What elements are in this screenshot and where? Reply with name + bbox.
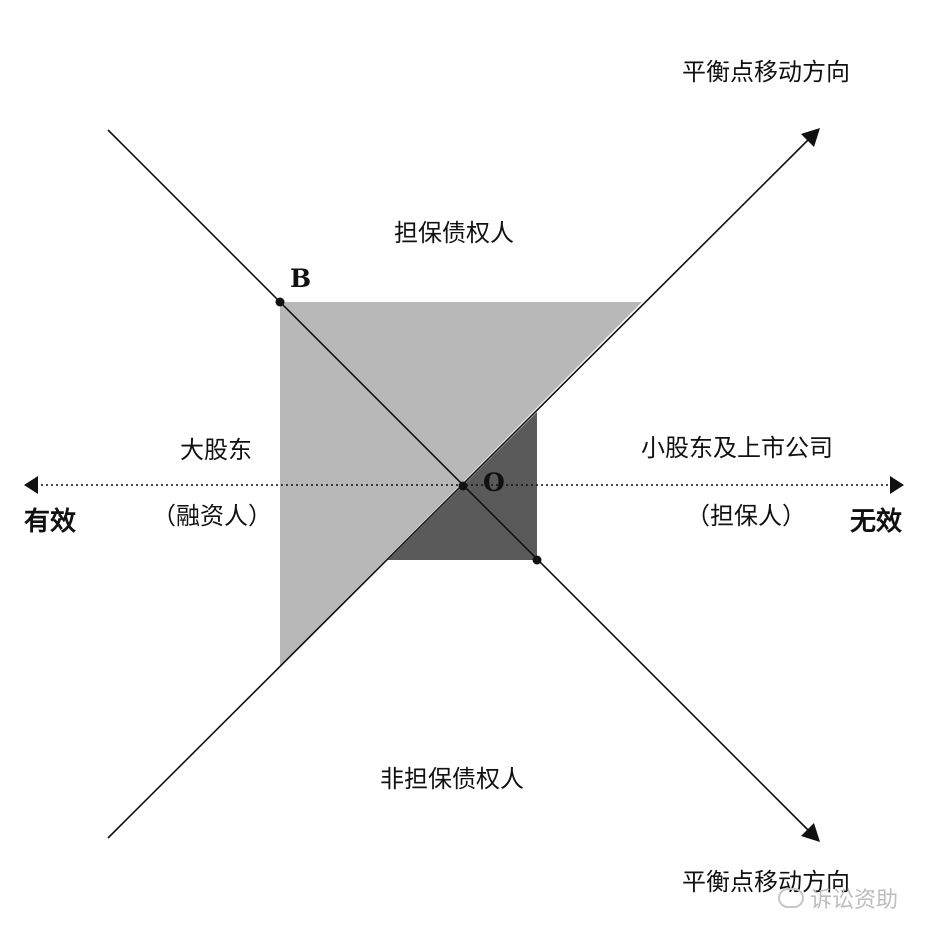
right-party-label: 小股东及上市公司 bbox=[641, 434, 833, 462]
point-b-marker bbox=[275, 297, 285, 307]
right-role-label: （担保人） bbox=[686, 502, 806, 530]
axis-left-label: 有效 bbox=[24, 507, 77, 537]
ascending-arrowhead bbox=[801, 128, 820, 147]
point-o-label: O bbox=[483, 468, 505, 497]
axis-right-label: 无效 bbox=[850, 507, 903, 537]
point-b-label: B bbox=[290, 264, 312, 293]
point-lower-right-marker bbox=[532, 555, 542, 565]
left-role-label: （融资人） bbox=[152, 502, 272, 530]
region-label-top: 担保债权人 bbox=[394, 219, 514, 247]
axis-right-arrowhead bbox=[890, 476, 904, 494]
left-party-label: 大股东 bbox=[180, 436, 252, 464]
axis-left-arrowhead bbox=[24, 476, 38, 494]
chat-bubble-icon bbox=[777, 888, 804, 908]
arrow-direction-label-bottom: 平衡点移动方向 bbox=[682, 868, 850, 896]
watermark-text: 诉讼资助 bbox=[809, 888, 898, 913]
descending-arrowhead bbox=[801, 823, 820, 842]
arrow-direction-label-top: 平衡点移动方向 bbox=[682, 58, 850, 86]
watermark: 诉讼资助 bbox=[777, 882, 898, 914]
region-label-bottom: 非担保债权人 bbox=[380, 765, 524, 793]
point-o-marker bbox=[458, 481, 468, 491]
descending-line bbox=[107, 129, 813, 835]
